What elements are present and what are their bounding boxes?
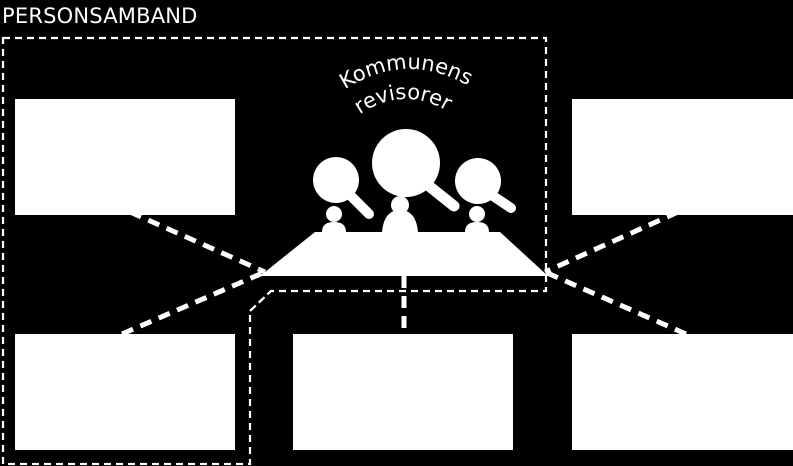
- auditor-left-icon: [313, 157, 374, 232]
- svg-text:revisorer: revisorer: [350, 80, 457, 119]
- connector-bottom-right: [543, 269, 688, 337]
- table: [260, 232, 548, 276]
- svg-text:Kommunens: Kommunens: [335, 50, 477, 94]
- bottom-right-box: [572, 334, 793, 450]
- auditor-right-icon: [455, 158, 516, 232]
- bottom-left-box: [15, 334, 235, 450]
- bottom-center-box: [293, 334, 513, 450]
- nested-boundary: [249, 290, 272, 312]
- connector-bottom-left: [121, 269, 266, 337]
- connector-top-left: [128, 209, 267, 275]
- auditor-center-icon: [372, 129, 460, 232]
- top-left-box: [15, 99, 235, 215]
- top-right-box: [572, 99, 793, 215]
- center-label-line1: Kommunens: [335, 50, 477, 94]
- connector-top-right: [543, 209, 680, 275]
- center-label-line2: revisorer: [350, 80, 457, 119]
- diagram-title: PERSONSAMBAND: [2, 4, 198, 28]
